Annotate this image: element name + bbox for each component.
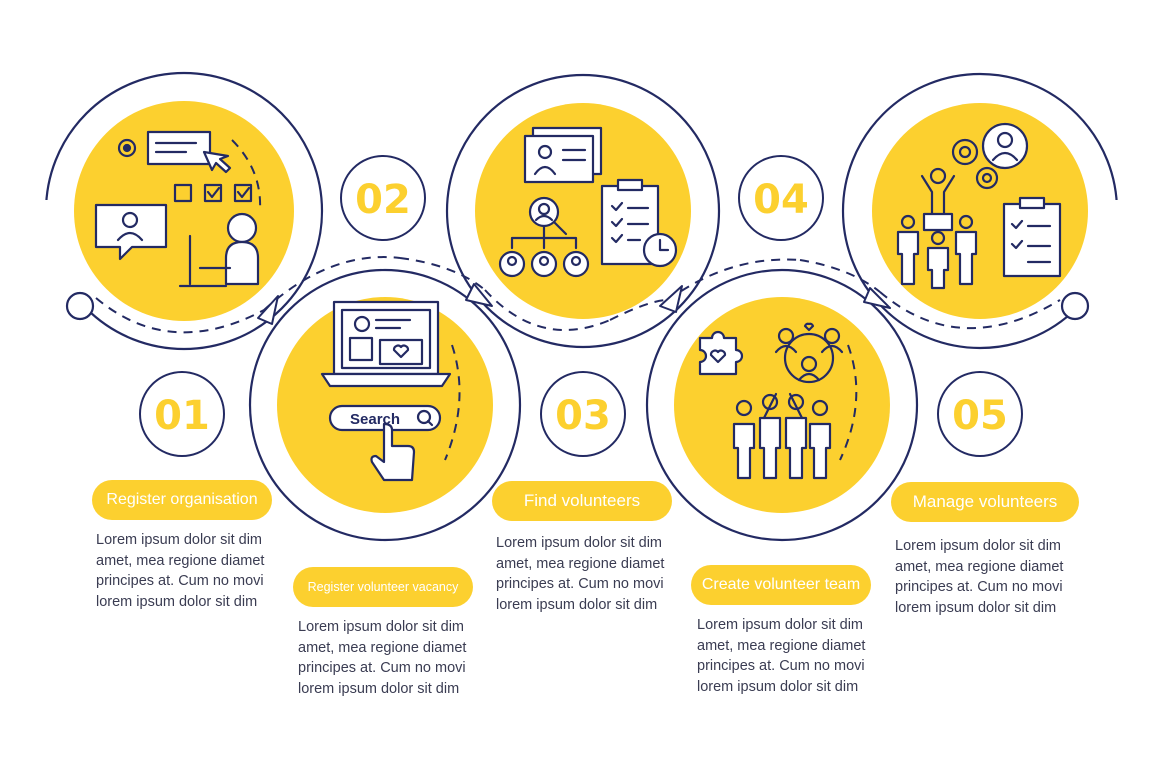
register-organisation-icon [94, 130, 260, 288]
end-knob [1060, 291, 1090, 321]
step-ring-3 [445, 73, 721, 349]
volunteer-team-icon [698, 322, 844, 480]
step-title-5: Manage volunteers [891, 482, 1079, 522]
manage-volunteers-icon [896, 122, 1062, 290]
step-number-4: 04 [753, 177, 809, 223]
step-number-3: 03 [555, 393, 611, 439]
step-number-1: 01 [154, 393, 210, 439]
number-circle-2 [340, 155, 426, 241]
number-circle-1 [139, 371, 225, 457]
dash-arc-4b [799, 259, 881, 293]
dash-inner-2 [444, 344, 461, 461]
step-number-2: 02 [355, 177, 411, 223]
find-volunteers-icon [498, 126, 678, 278]
dash-arc-3b [609, 299, 669, 321]
search-vacancy-icon [320, 300, 452, 482]
arrow-head-4 [863, 287, 891, 309]
dash-inner-4 [839, 344, 858, 461]
dash-arc-5 [879, 291, 1061, 330]
arrow-head-2 [465, 283, 493, 307]
step-title-2: Register volunteer vacancy [293, 567, 473, 607]
step-title-1: Register organisation [92, 480, 272, 520]
step-ring-2 [248, 268, 522, 542]
number-circle-4 [738, 155, 824, 241]
step-title-4: Create volunteer team [691, 565, 871, 605]
step-ring-4 [645, 268, 919, 542]
step-number-5: 05 [952, 393, 1008, 439]
dash-arc-1 [95, 297, 265, 334]
start-knob [65, 291, 95, 321]
dash-inner-1 [231, 139, 262, 211]
number-circle-5 [937, 371, 1023, 457]
search-label: Search [350, 411, 400, 428]
dash-arc-2a [263, 256, 401, 311]
arrow-head-1 [257, 295, 279, 325]
arrow-head-3 [659, 285, 683, 313]
step-title-3: Find volunteers [492, 481, 672, 521]
number-circle-3 [540, 371, 626, 457]
dash-arc-2b [399, 257, 486, 291]
dash-arc-3a [484, 289, 611, 331]
